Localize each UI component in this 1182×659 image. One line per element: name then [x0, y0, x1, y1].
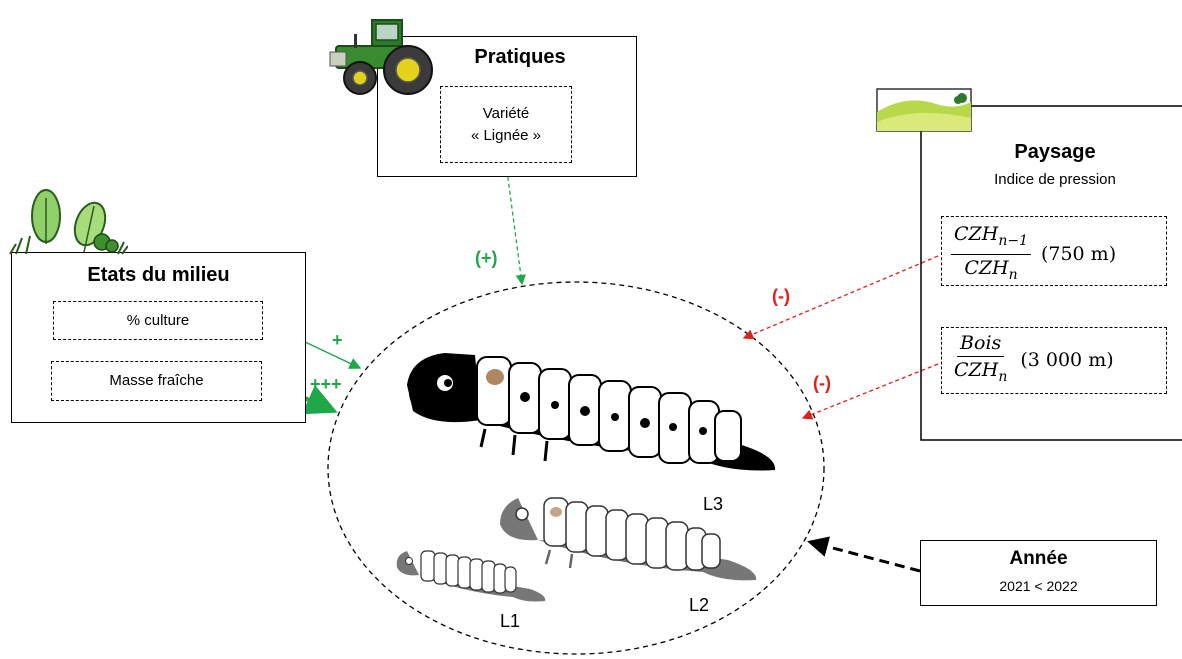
paysage-effect-2: (-) [813, 373, 831, 393]
pratiques-effect: (+) [475, 248, 498, 268]
masse-label: Masse fraîche [109, 372, 204, 389]
formula1-box [941, 216, 1167, 286]
annee-box [920, 540, 1157, 606]
variete-line2: « Lignée » [470, 126, 542, 144]
paysage-arrow-2 [801, 363, 939, 420]
formula2-num: Bois [957, 330, 1005, 357]
formula2-box [941, 327, 1167, 394]
masse-effect: +++ [310, 374, 342, 394]
paysage-arrow-1 [742, 255, 939, 340]
tractor-icon [329, 19, 433, 95]
larva-l1-icon [396, 550, 546, 602]
formula2-distance: (3 000 m) [1020, 348, 1114, 371]
formula2: Bois CZHn (3 000 m) [951, 330, 1114, 390]
variete-box: Variété « Lignée » [440, 86, 572, 163]
annee-value: 2021 < 2022 [999, 578, 1078, 594]
etats-title: Etats du milieu [87, 264, 230, 286]
culture-label: % culture [126, 311, 190, 329]
culture-effect: + [332, 330, 343, 350]
formula1-den-sub: n [1008, 266, 1018, 283]
formula2-den-sub: n [998, 368, 1008, 385]
formula1-den: CZH [964, 256, 1009, 279]
larva-l3-label: L3 [703, 494, 724, 514]
larva-l3-icon [407, 353, 776, 471]
pratiques-arrow [505, 162, 526, 286]
formula2-den: CZH [954, 359, 999, 381]
masse-box: Masse fraîche [51, 361, 262, 401]
formula1-num: CZH [954, 223, 999, 245]
pratiques-title: Pratiques [474, 46, 566, 68]
formula1-distance: (750 m) [1040, 243, 1117, 266]
plants-icon [9, 189, 128, 255]
paysage-effect-1: (-) [772, 286, 790, 306]
variete-line1: Variété [482, 104, 530, 122]
culture-box: % culture [53, 301, 263, 340]
larva-l2-icon [500, 497, 757, 581]
paysage-subtitle: Indice de pression [994, 171, 1116, 188]
population-ellipse [327, 281, 825, 655]
annee-title: Année [1009, 548, 1068, 569]
formula1: CZHn−1 CZHn (750 m) [951, 221, 1116, 288]
annee-arrow [807, 536, 921, 573]
formula1-num-sub: n−1 [998, 232, 1028, 249]
paysage-title: Paysage [1014, 141, 1096, 163]
paysage-box [920, 105, 1182, 441]
larva-l2-label: L2 [689, 595, 710, 615]
larva-l1-label: L1 [500, 611, 521, 631]
landscape-icon [876, 88, 972, 132]
